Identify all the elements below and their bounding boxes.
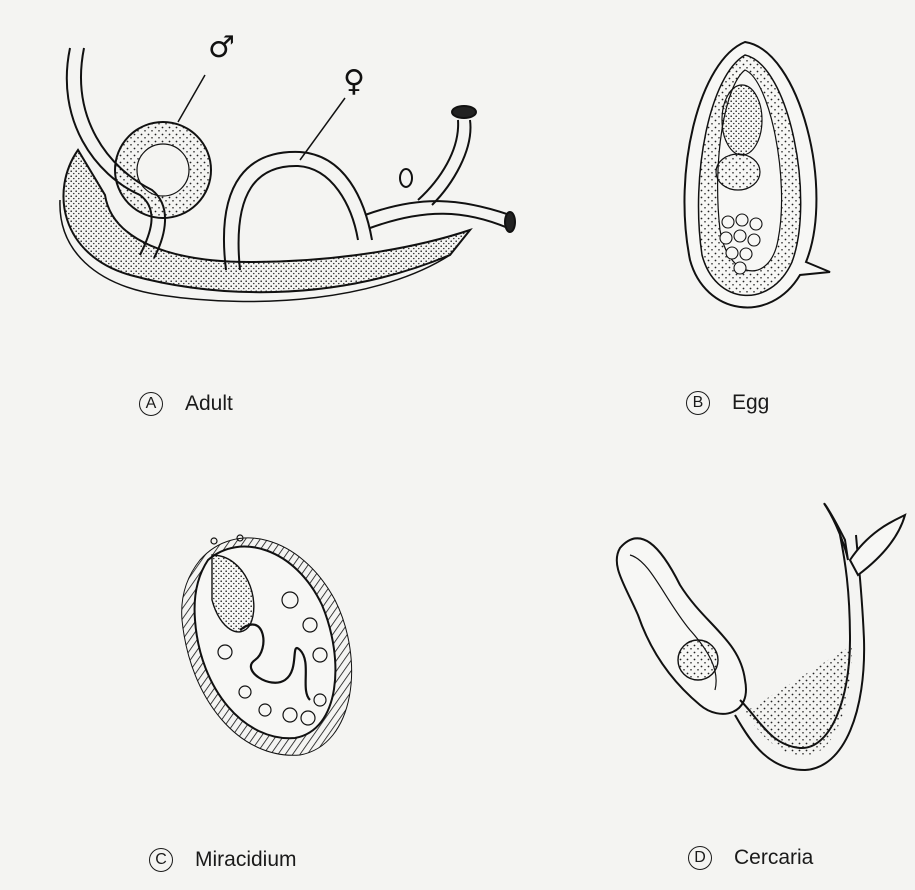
female-symbol-label: ♀	[343, 64, 365, 99]
panel-title-miracidium: Miracidium	[195, 848, 297, 872]
adult-male-worm	[60, 122, 470, 302]
panel-label-adult: A Adult	[139, 392, 233, 416]
panel-label-miracidium: C Miracidium	[149, 848, 297, 872]
panel-label-egg: B Egg	[686, 391, 769, 415]
panel-letter-c: C	[149, 848, 173, 872]
panel-letter-d: D	[688, 846, 712, 870]
male-symbol-label: ♂	[208, 30, 235, 65]
panel-letter-b: B	[686, 391, 710, 415]
panel-title-egg: Egg	[732, 391, 769, 415]
female-pointer-line	[300, 98, 345, 160]
panel-title-adult: Adult	[185, 392, 233, 416]
panel-letter-a: A	[139, 392, 163, 416]
panel-title-cercaria: Cercaria	[734, 846, 813, 870]
panel-label-cercaria: D Cercaria	[688, 846, 813, 870]
male-pointer-line	[178, 75, 205, 122]
miracidium-illustration	[182, 535, 352, 755]
cercaria-illustration	[617, 504, 905, 770]
egg-illustration	[684, 42, 830, 307]
